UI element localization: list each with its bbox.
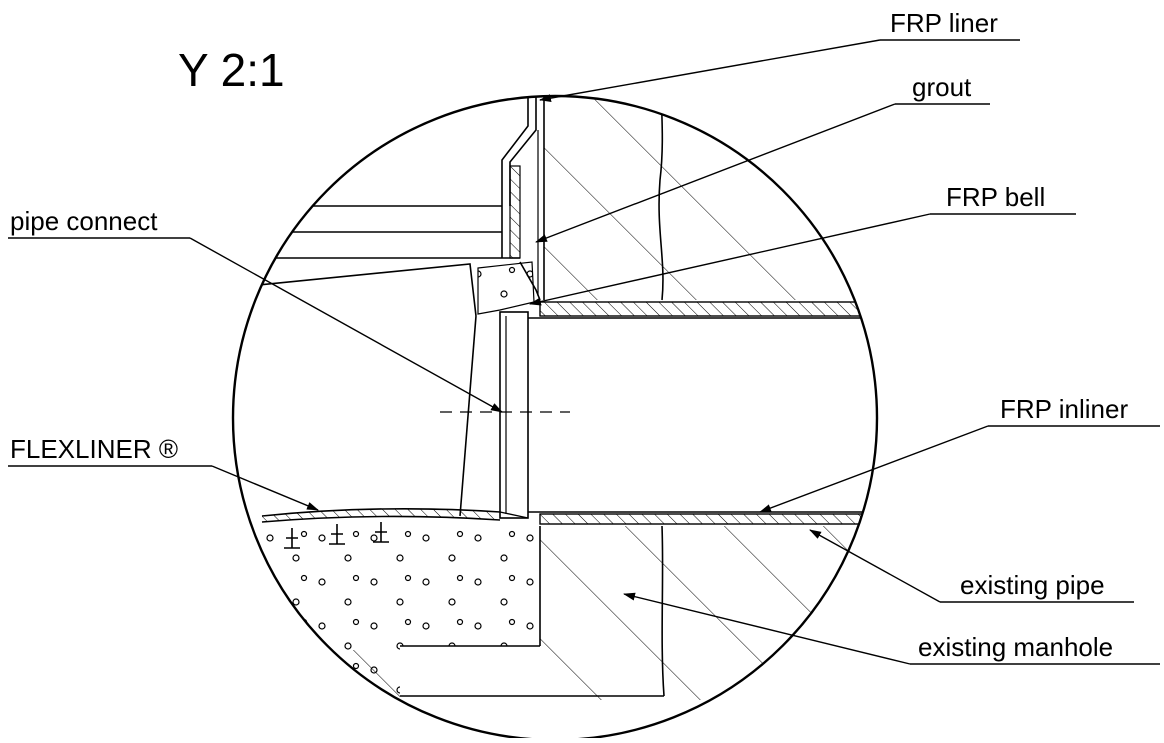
label-grout: grout xyxy=(912,72,972,102)
flexliner-layer xyxy=(261,508,529,549)
label-existing-manhole: existing manhole xyxy=(918,632,1113,662)
leader-frp-inliner xyxy=(759,425,1160,513)
leader-existing-manhole xyxy=(623,592,1160,665)
bench-top-block xyxy=(233,205,520,259)
label-frp-liner: FRP liner xyxy=(890,8,998,38)
leader-frp-liner xyxy=(539,39,1020,103)
existing-pipe-lower-wall xyxy=(528,511,877,525)
leader-pipe-connect xyxy=(8,237,503,413)
label-pipe-connect: pipe connect xyxy=(10,206,158,236)
leader-grout xyxy=(535,103,990,243)
label-frp-bell: FRP bell xyxy=(946,182,1045,212)
frp-liner-wall xyxy=(501,96,545,301)
leader-existing-pipe xyxy=(809,529,1134,603)
leader-flexliner xyxy=(8,465,319,511)
pipe-connect-sleeve xyxy=(499,311,529,519)
existing-pipe-upper-wall xyxy=(528,301,877,319)
label-flexliner: FLEXLINER ® xyxy=(10,434,178,464)
grout-fill-lower xyxy=(262,524,540,696)
label-frp-inliner: FRP inliner xyxy=(1000,394,1128,424)
detail-title: Y 2:1 xyxy=(178,44,285,96)
existing-manhole-upper xyxy=(544,96,877,301)
grout-pocket-upper xyxy=(477,261,535,315)
detail-section xyxy=(233,96,877,700)
label-existing-pipe: existing pipe xyxy=(960,570,1105,600)
leader-frp-bell xyxy=(529,213,1076,306)
bench-cone xyxy=(247,263,477,517)
